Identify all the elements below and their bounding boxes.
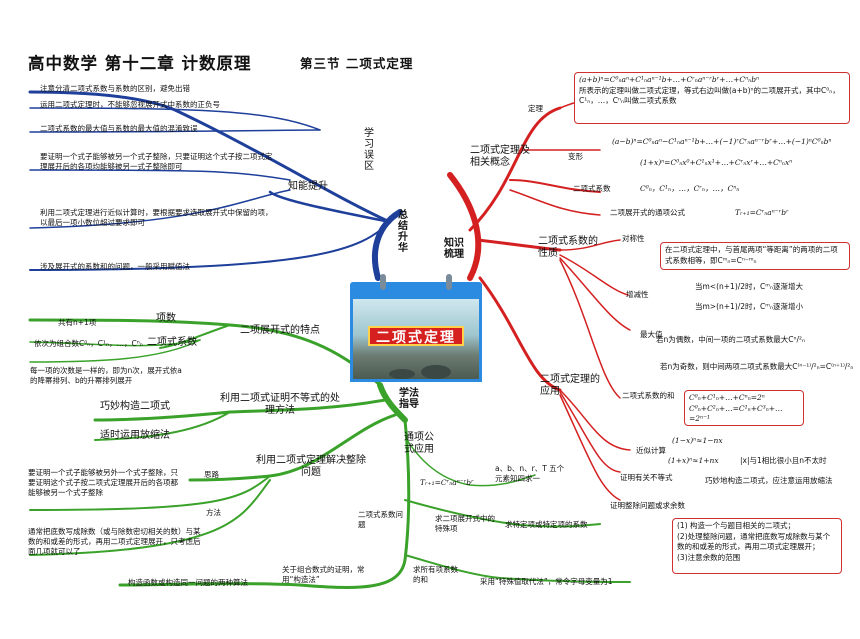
symmetry-label: 对称性 xyxy=(622,234,645,243)
monotonic-item: 当m>(n+1)/2时，Cᵐₙ逐渐增小 xyxy=(695,302,803,311)
max-label: 最大值 xyxy=(640,330,663,339)
remainder-step: (3)注意余数的范围 xyxy=(677,552,741,562)
coef-text-method: 依次为组合数C⁰ₙ，C¹ₙ，…，Cⁿₙ xyxy=(34,339,143,348)
way-label: 方法 xyxy=(206,508,221,517)
definition-box: (a+b)ⁿ=C⁰ₙaⁿ+C¹ₙaⁿ⁻¹b+…+Cʳₙaⁿ⁻ʳbʳ+…+Cⁿₙb… xyxy=(574,72,850,124)
sum-formula: C⁰ₙ+C¹ₙ+…+Cⁿₙ=2ⁿ xyxy=(689,393,765,402)
coef-label-method: 二项式系数 xyxy=(147,337,197,348)
branch-knowledge-label: 知识梳理 xyxy=(444,238,464,260)
monotonic-item: 当m<(n+1)/2时，Cᵐₙ逐渐增大 xyxy=(695,282,803,291)
definition-formula: (a+b)ⁿ=C⁰ₙaⁿ+C¹ₙaⁿ⁻¹b+…+Cʳₙaⁿ⁻ʳbʳ+…+Cⁿₙb… xyxy=(579,75,760,84)
stone-icon xyxy=(389,369,415,379)
error-item: 二项式系数的最大值与系数的最大值的混淆致误 xyxy=(40,124,198,133)
page-title: 高中数学 第十二章 计数原理 xyxy=(28,54,252,73)
summary-errors-label: 学习误区 xyxy=(364,128,374,172)
application-label: 二项式定理的应用 xyxy=(540,374,600,397)
thinking-text: 要证明一个式子能够被另外一个式子整除，只要证明这个式子按二项式定理展开后的各项都… xyxy=(28,468,178,497)
remainder-label: 证明整除问题或求余数 xyxy=(610,501,685,510)
variant-formula: (a−b)ⁿ=C⁰ₙaⁿ−C¹ₙaⁿ⁻¹b+…+(−1)ʳCʳₙaⁿ⁻ʳbʳ+…… xyxy=(612,137,832,146)
five-elements: a、b、n、r、T 五个元素知四求一 xyxy=(495,464,565,483)
divisible-label: 证明有关不等式 xyxy=(620,473,673,482)
variant-label: 变形 xyxy=(568,152,583,161)
summary-ability-label: 知能提升 xyxy=(288,181,328,192)
error-item: 注意分清二项式系数与系数的区别，避免出错 xyxy=(40,84,190,93)
center-topic-label: 二项式定理 xyxy=(368,326,464,346)
general-formula-method: Tᵣ₊₁=Cʳₙaⁿ⁻ʳbʳ xyxy=(420,478,474,487)
remainder-box: (1) 构造一个与题目相关的二项式； (2)处理整除问题，通常把底数写成除数与某… xyxy=(672,518,842,574)
inequality-item: 适时运用放缩法 xyxy=(100,430,170,441)
ability-item: 要证明一个式子能够被另一个式子整除，只要证明这个式子按二项式定理展开后的各项均能… xyxy=(40,152,273,171)
special-label: 求二项展开式中的特殊项 xyxy=(435,514,495,533)
definition-label: 定理 xyxy=(528,104,543,113)
coef-problem-label: 二项式系数问题 xyxy=(358,510,403,529)
coef-label: 二项式系数 xyxy=(573,184,611,193)
ability-item: 涉及展开式的系数和的问题，一般采用赋值法 xyxy=(40,262,190,271)
concept-label: 二项式定理及相关概念 xyxy=(470,145,530,168)
calendar-ring xyxy=(380,274,386,290)
special-text: 求特定项或特定项的系数 xyxy=(505,520,588,529)
way-text: 通常把底数写成除数（或与除数密切相关的数）与某数的和或差的形式，再用二项式定理展… xyxy=(28,527,201,556)
blue-trunk xyxy=(372,209,403,281)
general-term-formula: Tᵣ₊₁=Cʳₙaⁿ⁻ʳbʳ xyxy=(735,208,789,217)
calendar-ring xyxy=(446,274,452,290)
coef-sum-label: 求所有项系数的和 xyxy=(413,565,458,584)
approx-formula: (1−x)ⁿ≈1−nx xyxy=(672,436,723,445)
coef-sum-text: 采用“特殊值取代法”，常令字母变量为1 xyxy=(480,577,613,586)
remainder-step: (1) 构造一个与题目相关的二项式； xyxy=(677,521,796,530)
sum-label: 二项式系数的和 xyxy=(622,391,675,400)
error-item: 运用二项式定理时，不能够忽视展开式中系数的正负号 xyxy=(40,100,220,109)
approx-formula: (1+x)ⁿ≈1+nx xyxy=(668,456,719,465)
green-trunk xyxy=(377,382,408,423)
monotonic-label: 增减性 xyxy=(626,290,649,299)
property-label: 二项式系数的性质 xyxy=(538,236,598,259)
power-text: 每一项的次数是一样的，即为n次，展开式依a的降幂排列、b的升幂排列展开 xyxy=(30,366,182,385)
general-label: 通项公式应用 xyxy=(404,432,434,455)
general-term-label: 二项展开式的通项公式 xyxy=(610,208,685,217)
inequality-label: 利用二项式证明不等式的处理方法 xyxy=(220,393,340,416)
section-title: 第三节 二项式定理 xyxy=(300,56,414,71)
stone-icon xyxy=(421,365,451,379)
center-topic: 二项式定理 xyxy=(350,274,482,384)
variant-formula: (1+x)ⁿ=C⁰ₙx⁰+C¹ₙx¹+…+Cʳₙxʳ+…+Cⁿₙxⁿ xyxy=(640,158,793,167)
thinking-label: 思路 xyxy=(204,470,219,479)
division-label: 利用二项式定理解决整除问题 xyxy=(256,455,366,478)
approx-label: 近似计算 xyxy=(636,446,666,455)
remainder-step: (2)处理整除问题，通常把底数写成除数与某个数的和或差的形式，再用二项式定理展开… xyxy=(677,531,831,552)
ability-item: 利用二项式定理进行近似计算时，要根据要求选取展开式中保留的项，以最后一项小数位超… xyxy=(40,208,273,227)
max-odd: 若n为奇数，则中间两项二项式系数最大C⁽ⁿ⁻¹⁾/²ₙ=C⁽ⁿ⁺¹⁾/²ₙ xyxy=(660,362,854,371)
branch-summary-label: 总结升华 xyxy=(398,210,408,254)
calendar-header xyxy=(350,282,482,296)
divisible-text: 巧妙地构造二项式，应注意运用放缩法 xyxy=(705,476,833,485)
sum-formula: C⁰ₙ+C²ₙ+…=C¹ₙ+C³ₙ+…=2ⁿ⁻¹ xyxy=(689,403,783,424)
red-trunk xyxy=(447,172,482,281)
definition-text: 所表示的定理叫做二项式定理，等式右边叫做(a+b)ⁿ的二项展开式，其中C⁰ₙ，C… xyxy=(579,85,840,106)
approx-note: |x|与1相比很小且n不太时 xyxy=(740,456,827,465)
feature-label: 二项展开式的特点 xyxy=(240,325,320,336)
term-text: 共有n+1项 xyxy=(58,318,97,327)
same-method-text: 构造函数或构造同一问题的两种算法 xyxy=(128,578,248,587)
same-method-label: 关于组合数式的证明，常用“构造法” xyxy=(282,565,365,584)
blue-main xyxy=(28,90,392,224)
term-label: 项数 xyxy=(156,313,176,324)
symmetry-box: 在二项式定理中，与首尾两项“等距离”的两项的二项式系数相等，即Cᵐₙ=Cⁿ⁻ᵐₙ xyxy=(660,242,850,270)
branch-method-label: 学法指导 xyxy=(399,388,419,410)
sum-box: C⁰ₙ+C¹ₙ+…+Cⁿₙ=2ⁿ C⁰ₙ+C²ₙ+…=C¹ₙ+C³ₙ+…=2ⁿ⁻… xyxy=(684,390,804,426)
max-even: 若n为偶数，中间一项的二项式系数最大Cⁿ/²ₙ xyxy=(656,335,805,344)
inequality-item: 巧妙构造二项式 xyxy=(100,401,170,412)
coef-formula: C⁰ₙ，C¹ₙ，…，Cʳₙ，…，Cⁿₙ xyxy=(640,184,740,193)
